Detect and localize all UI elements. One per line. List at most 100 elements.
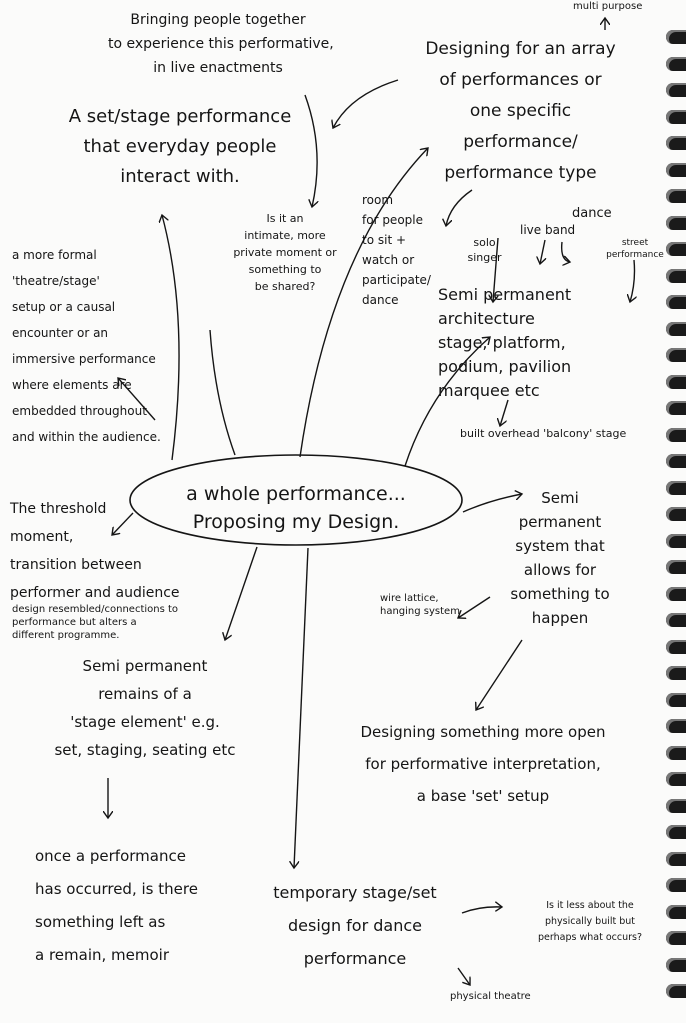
arrow-center-to-remains	[225, 546, 258, 640]
spiral-coil	[666, 825, 686, 839]
note-less-about: Is it less about the physically built but…	[510, 898, 670, 946]
spiral-coil	[666, 957, 686, 972]
note-line: marquee etc	[438, 381, 540, 400]
spiral-coil	[666, 984, 686, 998]
note-line: permanent	[518, 513, 602, 531]
spiral-coil	[666, 904, 686, 919]
note-dance: dance	[572, 207, 612, 220]
note-line: intimate, more	[244, 229, 326, 242]
note-line: once a performance	[35, 847, 186, 865]
spiral-coil	[666, 745, 686, 760]
spiral-coil	[666, 666, 686, 680]
note-line: Semi permanent	[438, 285, 572, 304]
note-line: to sit +	[362, 233, 407, 247]
arrow-designing-to-center	[333, 79, 399, 128]
arrow-formal-elements	[118, 378, 156, 421]
note-line: Semi	[541, 489, 579, 507]
spiral-coil	[666, 480, 686, 495]
arrow-center-to-setstage	[162, 215, 180, 461]
arrow-temporary-to-less	[461, 907, 502, 914]
note-designing-open: Designing something more open for perform…	[318, 716, 648, 812]
note-line: performance/	[463, 132, 578, 152]
note-line: 'stage element' e.g.	[70, 713, 220, 731]
spiral-coil	[666, 851, 686, 866]
note-line: different programme.	[12, 630, 120, 641]
note-line: podium, pavilion	[438, 357, 572, 376]
note-line: 'theatre/stage'	[12, 274, 100, 288]
note-line: dance	[362, 293, 399, 307]
arrow-center-to-architecture	[404, 337, 490, 467]
note-line: a remain, memoir	[35, 946, 170, 964]
note-line: that everyday people	[83, 136, 277, 157]
spiral-coil	[666, 639, 686, 654]
spiral-coil	[666, 321, 686, 336]
note-line: performance	[606, 250, 664, 260]
note-formal-theatre: a more formal'theatre/stage'setup or a c…	[12, 242, 161, 450]
note-line: where elements are	[12, 378, 132, 392]
note-line: and within the audience.	[12, 430, 161, 444]
note-line: multi purpose	[573, 1, 643, 12]
note-line: A set/stage performance	[68, 106, 292, 127]
spiral-coil	[666, 56, 686, 71]
note-semi-permanent-system: Semi permanent system that allows for someth…	[490, 486, 630, 630]
note-line: Designing for an array	[425, 39, 616, 59]
note-line: physically built but	[544, 916, 636, 927]
arrow-center-to-temporary	[294, 547, 309, 868]
spiral-coil	[666, 533, 686, 548]
note-line: design for dance	[288, 916, 422, 935]
note-line: has occurred, is there	[35, 880, 198, 898]
spiral-coil	[666, 719, 686, 733]
note-line: embedded throughout	[12, 404, 147, 418]
note-line: a whole performance...	[186, 483, 406, 505]
note-line: performance type	[444, 163, 597, 183]
note-line: private moment or	[233, 246, 337, 259]
note-line: remains of a	[98, 685, 192, 703]
arrow-type-street	[630, 259, 635, 302]
note-line: system that	[515, 537, 605, 555]
note-line: for performative interpretation,	[365, 755, 601, 773]
note-line: a base 'set' setup	[416, 787, 550, 805]
spiral-coil	[666, 242, 686, 256]
note-line: design resembled/connections to	[12, 604, 179, 615]
spiral-coil	[666, 83, 686, 97]
arrow-type-dance	[560, 241, 570, 262]
spiral-coil	[666, 772, 686, 786]
note-line: Designing something more open	[360, 723, 606, 741]
note-line: dance	[572, 206, 612, 221]
note-line: hanging system	[380, 606, 460, 617]
note-line: stage, platform,	[438, 333, 566, 352]
note-line: be shared?	[254, 280, 316, 293]
note-physical-theatre: physical theatre	[450, 992, 531, 1002]
note-line: in live enactments	[153, 60, 283, 76]
spiral-coil	[666, 295, 686, 309]
center-label: a whole performance...Proposing my Desig…	[160, 480, 432, 536]
note-line: Is it less about the	[546, 900, 634, 911]
note-line: allows for	[523, 561, 597, 579]
spiral-coil	[666, 30, 686, 44]
spiral-coil	[666, 586, 686, 601]
spiral-coil	[666, 454, 686, 468]
note-line: live band	[520, 223, 576, 237]
spiral-coil	[666, 348, 686, 362]
note-line: perhaps what occurs?	[538, 932, 642, 943]
spiral-coil	[666, 560, 686, 574]
note-line: for people	[362, 213, 423, 227]
center-ellipse	[129, 454, 463, 546]
spiral-coil	[666, 189, 686, 203]
note-once-performance: once a performance has occurred, is there…	[35, 840, 198, 972]
arrow-marquee-to-balcony	[500, 399, 509, 426]
note-line: happen	[531, 609, 589, 627]
note-line: watch or	[362, 253, 415, 267]
note-wire-lattice: wire lattice,hanging system	[380, 592, 460, 618]
note-line: something to	[510, 585, 610, 603]
note-line: performer and audience	[10, 585, 180, 601]
note-line: encounter or an	[12, 326, 109, 340]
note-line: performance but alters a	[12, 617, 137, 628]
